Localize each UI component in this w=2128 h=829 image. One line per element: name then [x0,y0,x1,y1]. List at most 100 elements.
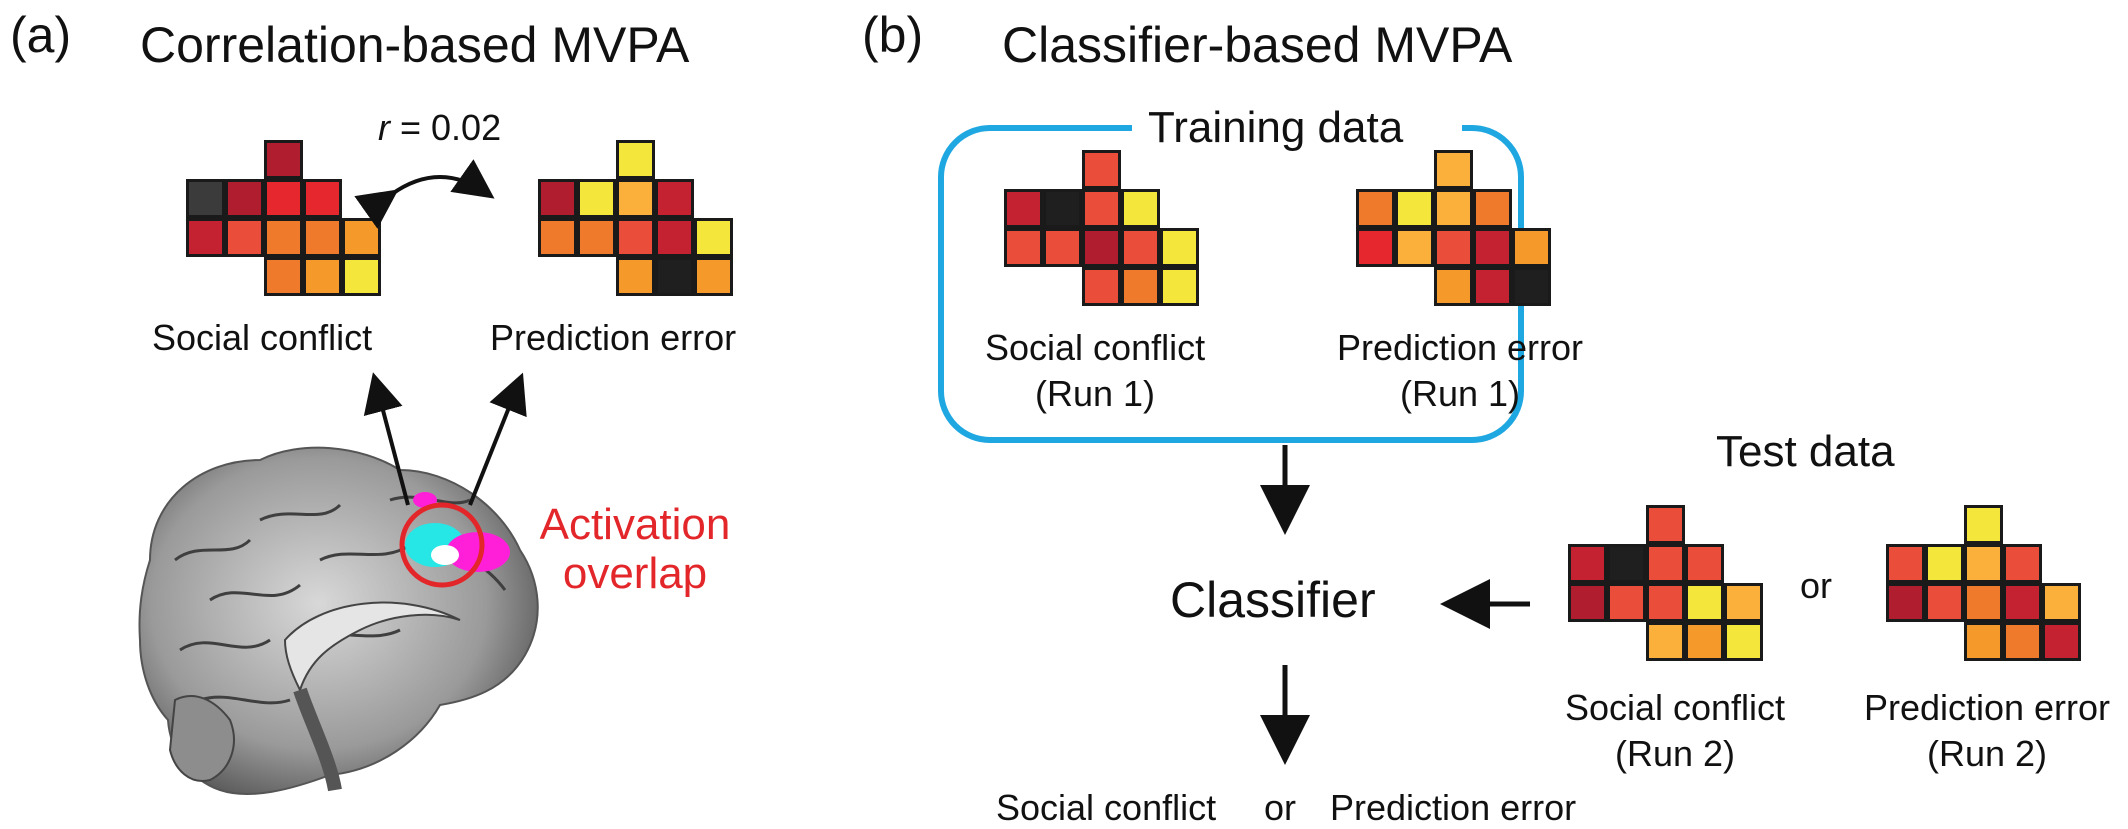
voxel-cell [186,218,225,257]
voxel-cell [1434,228,1473,267]
voxel-cell [1646,544,1685,583]
voxel-cell [1434,150,1473,189]
test-prediction-line-2: (Run 2) [1926,733,2048,774]
classifier-label: Classifier [1170,572,1376,628]
voxel-cell [1434,267,1473,306]
panel-a-title: Correlation-based MVPA [140,17,690,73]
voxel-cell [264,257,303,296]
output-social: Social conflict [996,787,1217,828]
voxel-cell [655,179,694,218]
voxel-cell [616,257,655,296]
output-or: or [1264,787,1297,828]
voxel-cell [1121,189,1160,228]
voxel-cell [577,179,616,218]
voxel-cell [538,179,577,218]
test-social-line-2: (Run 2) [1614,733,1736,774]
voxel-cell [342,257,381,296]
voxel-cell [1685,622,1724,661]
voxel-cell [186,179,225,218]
voxel-cell [1160,228,1199,267]
voxel-cell [694,218,733,257]
panel-a-label: (a) [10,7,72,63]
correlation-number: = 0.02 [390,107,502,148]
voxel-cell [694,257,733,296]
test-prediction-line-1: Prediction error [1863,687,2111,728]
train-prediction-label: Prediction error (Run 1) [1320,330,1600,412]
voxel-cell [1607,583,1646,622]
voxel-cell [303,179,342,218]
voxel-cell [1886,583,1925,622]
voxel-cell [577,218,616,257]
correlation-arrow [354,159,495,229]
voxel-cell [538,218,577,257]
voxel-cell [1473,267,1512,306]
training-data-title: Training data [1148,103,1404,152]
voxel-cell [1646,505,1685,544]
voxel-cell [655,218,694,257]
voxel-cell [1964,622,2003,661]
voxel-cell [1607,544,1646,583]
train-prediction-line-2: (Run 1) [1399,373,1521,414]
test-social-line-1: Social conflict [1564,687,1786,728]
test-or: or [1800,565,1833,606]
voxel-cell [1724,622,1763,661]
brain-sagittal-image [138,446,539,796]
voxel-cell [1964,583,2003,622]
voxel-cell [1685,583,1724,622]
test-prediction-label: Prediction error (Run 2) [1848,690,2126,772]
train-social-line-2: (Run 1) [1034,373,1156,414]
overlap-line-1: Activation [539,500,731,549]
voxel-cell [616,218,655,257]
voxel-cell [1512,228,1551,267]
voxel-cell [1646,622,1685,661]
voxel-cell [1886,544,1925,583]
panel-a-social-label: Social conflict [152,317,373,358]
correlation-value: r = 0.02 [378,110,501,146]
voxel-cell [1160,267,1199,306]
panel-a-prediction-label: Prediction error [490,317,737,358]
voxel-cell [1473,189,1512,228]
voxel-cell [303,257,342,296]
voxel-cell [1356,189,1395,228]
output-prediction: Prediction error [1330,787,1577,828]
voxel-cell [655,257,694,296]
test-social-label: Social conflict (Run 2) [1540,690,1810,772]
voxel-cell [1512,267,1551,306]
voxel-cell [1004,228,1043,267]
training-title-gap [1132,112,1462,142]
voxel-cell [264,179,303,218]
voxel-cell [616,179,655,218]
train-social-line-1: Social conflict [985,327,1206,368]
voxel-cell [1356,228,1395,267]
voxel-cell [1964,544,2003,583]
voxel-cell [303,218,342,257]
voxel-cell [1646,583,1685,622]
voxel-cell [1082,189,1121,228]
voxel-cell [1724,583,1763,622]
voxel-cell [2003,544,2042,583]
voxel-cell [1964,505,2003,544]
voxel-cell [1043,228,1082,267]
overlap-line-2: overlap [562,549,708,599]
voxel-cell [1121,228,1160,267]
activation-overlap-label: Activation overlap [530,500,740,599]
arrow-to-prediction-error [468,372,527,506]
train-prediction-line-1: Prediction error [1336,327,1584,368]
voxel-cell [1568,544,1607,583]
panel-b-label: (b) [862,7,924,63]
train-social-label: Social conflict (Run 1) [985,330,1205,412]
voxel-cell [1082,150,1121,189]
voxel-cell [1043,189,1082,228]
voxel-cell [1121,267,1160,306]
voxel-cell [264,218,303,257]
voxel-cell [2042,622,2081,661]
voxel-cell [616,140,655,179]
test-data-title: Test data [1716,427,1895,476]
voxel-cell [1395,228,1434,267]
voxel-cell [2003,622,2042,661]
voxel-cell [264,140,303,179]
activation-overlap-circle [399,502,485,588]
voxel-cell [1568,583,1607,622]
voxel-cell [225,179,264,218]
